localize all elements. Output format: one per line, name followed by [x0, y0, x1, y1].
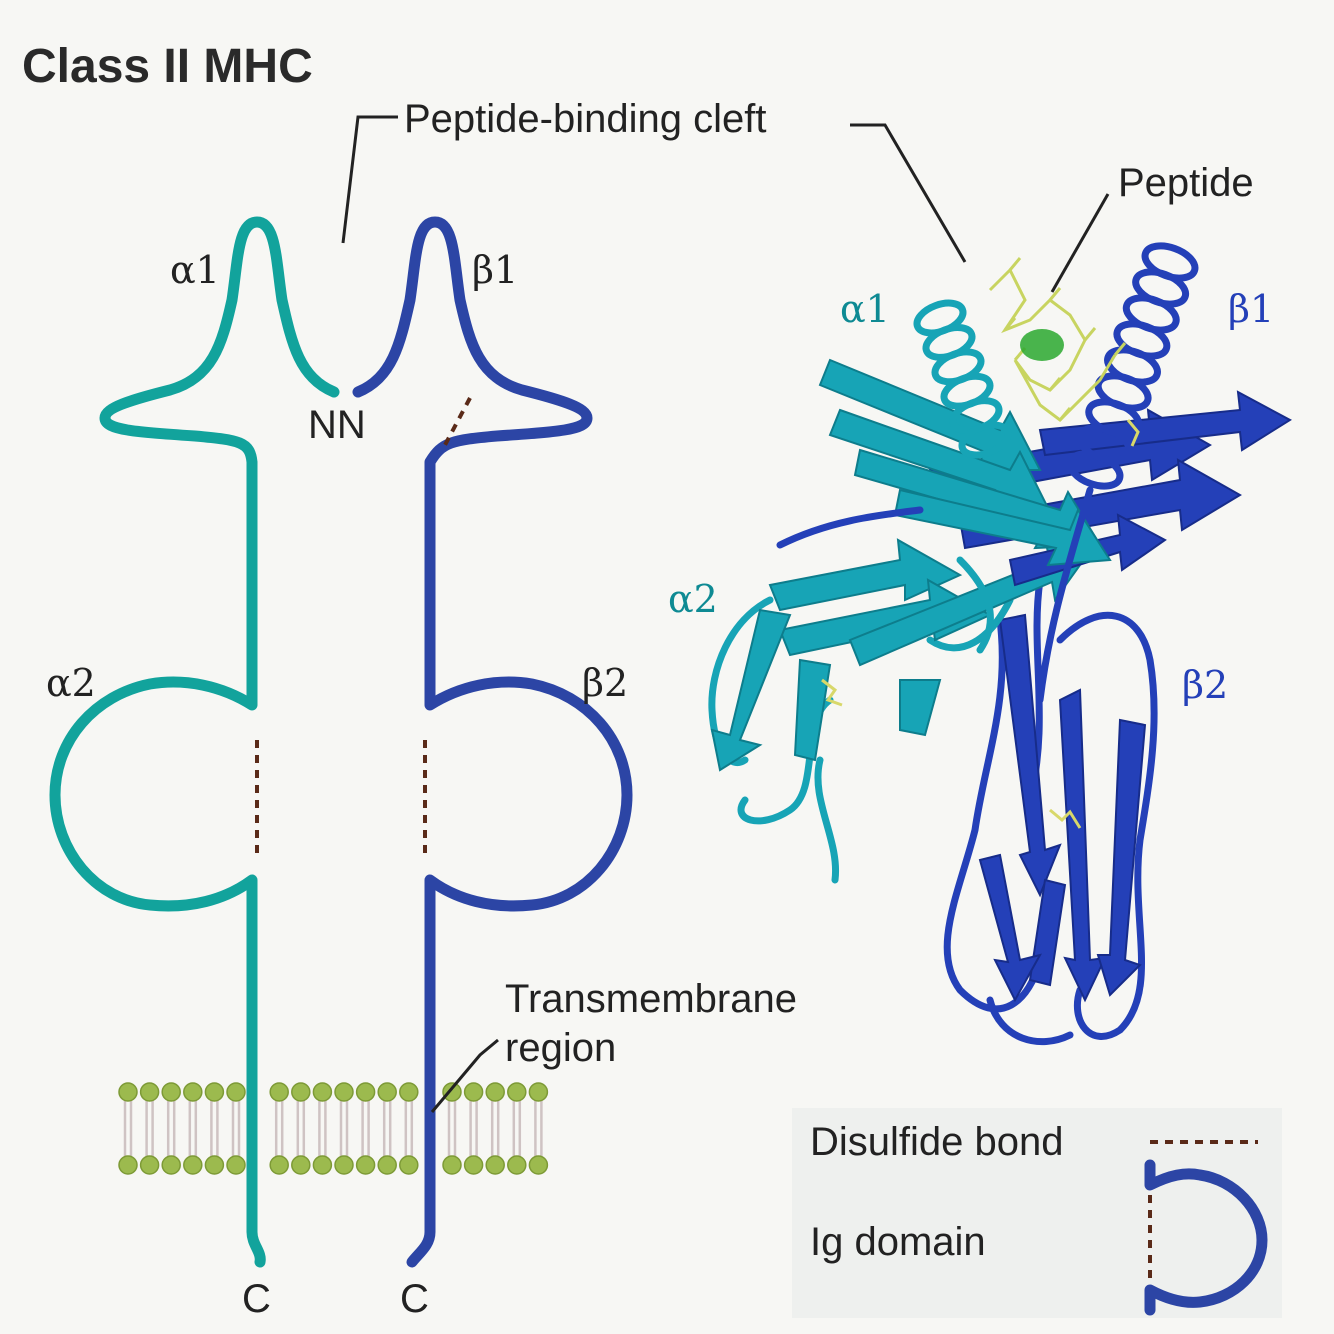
alpha-c-terminus-label: C	[242, 1277, 271, 1321]
n-termini-label: NN	[308, 403, 366, 447]
legend-disulfide-label: Disulfide bond	[810, 1120, 1064, 1164]
peptide-label: Peptide	[1118, 161, 1254, 205]
ribbon-structure	[708, 242, 1292, 1046]
structure-alpha1-label: α1	[840, 287, 890, 331]
peptide-structure	[988, 257, 1127, 422]
cleft-label: Peptide-binding cleft	[404, 97, 766, 141]
peptide-leader	[1050, 193, 1110, 293]
legend-ig-label: Ig domain	[810, 1220, 986, 1264]
schematic-beta1-label: β1	[472, 248, 518, 292]
transmembrane-leader	[430, 1038, 499, 1113]
structure-alpha2-label: α2	[668, 577, 718, 621]
schematic-alpha1-label: α1	[170, 248, 220, 292]
cleft-leader	[341, 115, 967, 263]
schematic-beta2-label: β2	[582, 661, 628, 705]
structure-beta2-label: β2	[1182, 663, 1228, 707]
alpha-chain-schematic	[49, 216, 340, 1268]
beta-c-terminus-label: C	[400, 1277, 429, 1321]
figure-title: Class II MHC	[22, 40, 313, 93]
structure-beta1-label: β1	[1228, 287, 1274, 331]
beta-chain-schematic	[352, 216, 633, 1268]
legend-ig-swatch	[1144, 1159, 1268, 1316]
transmembrane-label-2: region	[505, 1026, 616, 1070]
schematic-alpha2-label: α2	[46, 661, 96, 705]
lipid-bilayer	[118, 1082, 549, 1175]
legend: Disulfide bond Ig domain	[792, 1108, 1282, 1318]
transmembrane-label-1: Transmembrane	[505, 977, 797, 1021]
